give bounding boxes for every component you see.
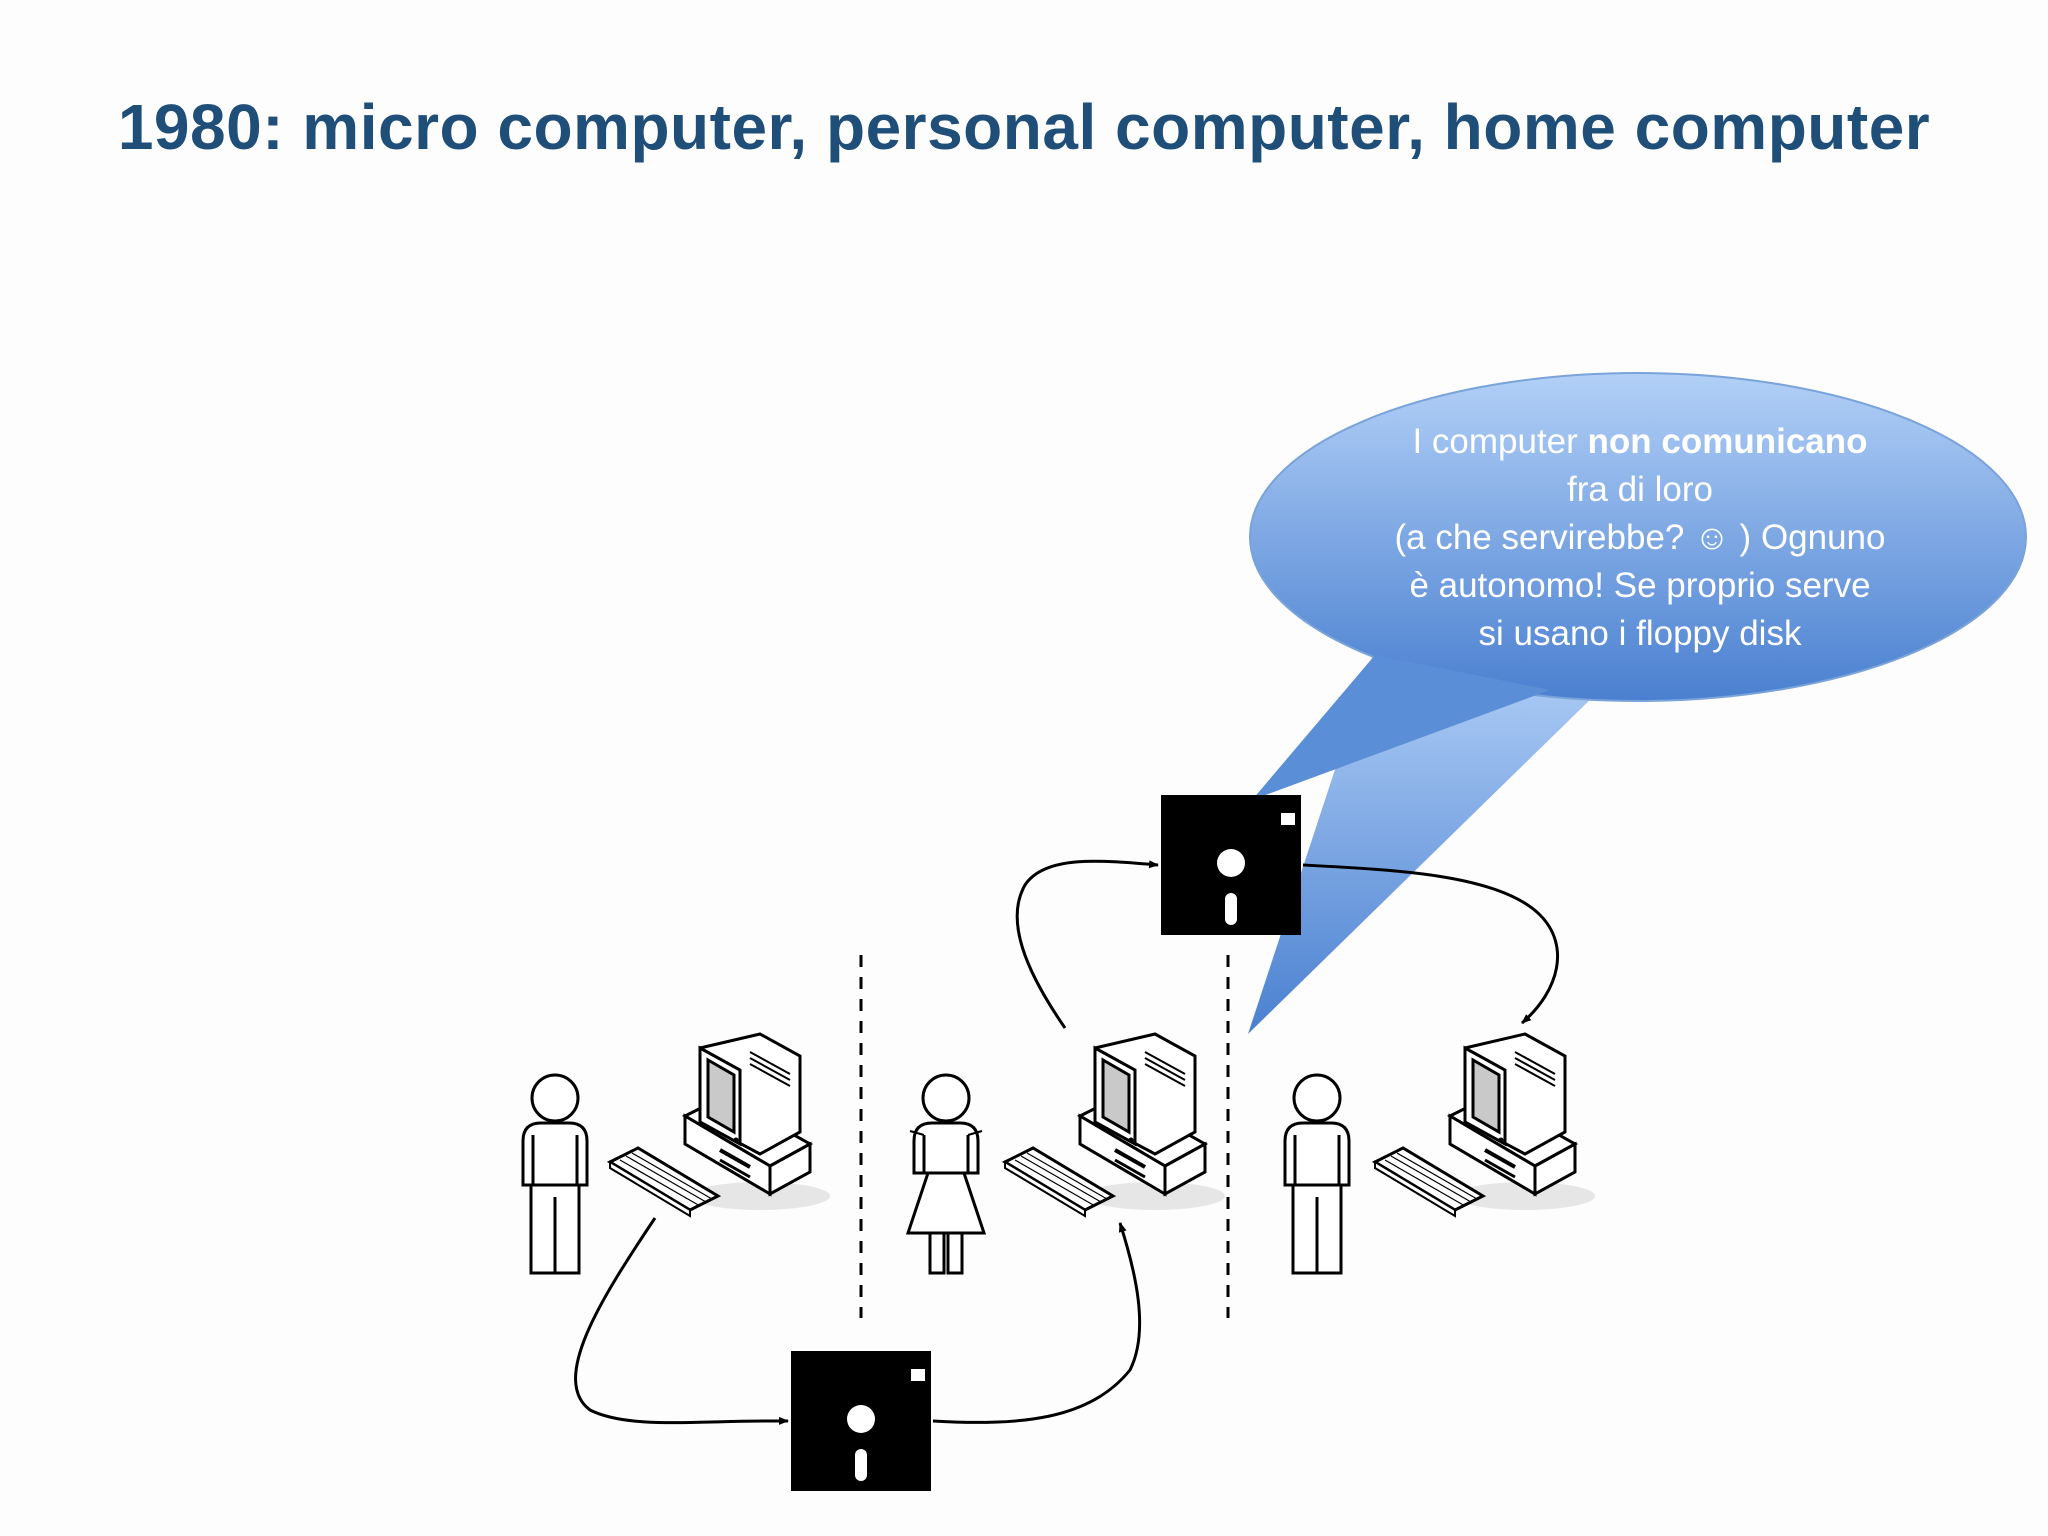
callout-line-1-bold: non comunicano [1587,422,1868,461]
callout-text: I computer non comunicano fra di loro (a… [1300,418,1980,658]
arrow-floppy-to-right [1302,863,1560,1025]
arrow-floppy-to-middle [932,1222,1142,1424]
callout-line-3: (a che servirebbe? ☺ ) Ognuno [1394,518,1886,557]
arrow-middle-to-floppy [1015,859,1159,1029]
speech-bubble [1248,372,2027,1034]
computer-icon-right [1373,1032,1597,1218]
computer-icon-middle [1003,1032,1227,1218]
slide-title: 1980: micro computer, personal computer,… [117,91,1931,163]
woman-icon [906,1073,986,1275]
callout-line-1-text: I computer [1412,422,1588,461]
arrow-left-to-floppy [574,1217,789,1425]
callout-line-2: fra di loro [1567,470,1713,509]
man-icon-right [1283,1073,1351,1275]
computer-icon-left [608,1032,832,1218]
man-icon-left [521,1073,589,1275]
floppy-disk-icon-top [1161,795,1301,935]
callout-line-4: è autonomo! Se proprio serve [1409,566,1871,605]
floppy-disk-icon-bottom [791,1351,931,1491]
callout-line-5: si usano i floppy disk [1478,614,1802,653]
callout-line-1: I computer non comunicano [1300,418,1980,466]
